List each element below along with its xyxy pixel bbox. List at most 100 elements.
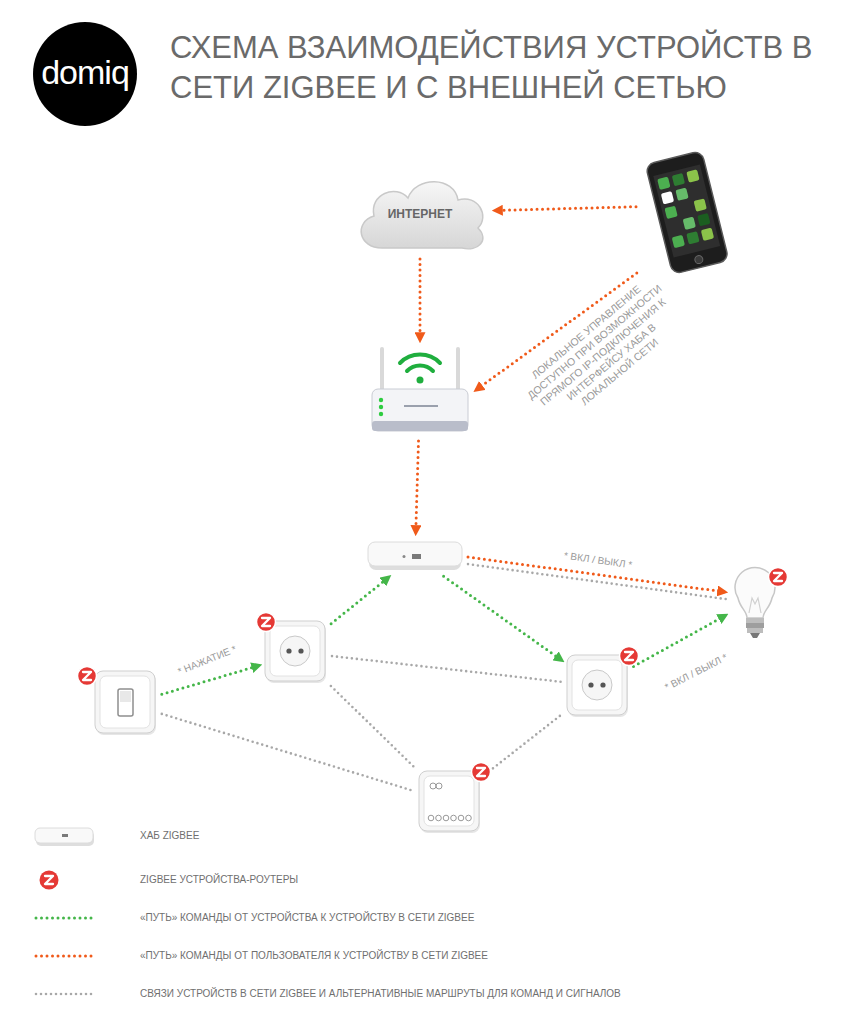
edge-label: * ВКЛ / ВЫКЛ * bbox=[662, 651, 729, 694]
zigbee-badge bbox=[40, 871, 59, 890]
shape-rect bbox=[372, 421, 468, 431]
shape-g bbox=[769, 568, 788, 587]
shape-rect bbox=[653, 164, 720, 257]
shape-circle bbox=[769, 568, 788, 587]
shape-path bbox=[407, 365, 433, 371]
relay-module bbox=[418, 770, 482, 834]
shape-path bbox=[749, 598, 761, 613]
shape-circle bbox=[458, 815, 464, 821]
shape-path bbox=[625, 652, 633, 660]
shape-rect bbox=[686, 169, 699, 182]
smart-socket-shape bbox=[264, 620, 328, 684]
diagram-title: СХЕМА ВЗАИМОДЕЙСТВИЯ УСТРОЙСТВ В СЕТИ ZI… bbox=[170, 28, 840, 108]
shape-circle bbox=[403, 555, 406, 558]
shape-circle bbox=[436, 783, 442, 789]
shape-g bbox=[620, 647, 639, 666]
shape-circle bbox=[379, 405, 383, 409]
dotted-connector bbox=[162, 714, 414, 791]
dotted-connector bbox=[494, 207, 636, 211]
shape-rect bbox=[120, 691, 131, 702]
shape-line bbox=[404, 405, 438, 407]
shape-rect bbox=[746, 623, 764, 628]
shape-path bbox=[83, 672, 91, 680]
dotted-connector bbox=[331, 577, 390, 624]
logo-text: domiq bbox=[33, 52, 137, 92]
dotted-connector bbox=[419, 259, 422, 341]
shape-rect bbox=[701, 228, 714, 241]
shape-circle bbox=[443, 815, 449, 821]
wifi-router bbox=[368, 345, 472, 437]
relay-module-shape bbox=[418, 770, 482, 834]
shape-rect bbox=[664, 206, 677, 219]
dotted-connector bbox=[416, 441, 419, 534]
wifi-router-shape bbox=[368, 345, 472, 437]
shape-path bbox=[262, 618, 270, 626]
shape-path bbox=[477, 768, 485, 776]
smartphone-shape bbox=[640, 150, 735, 275]
legend-line-sample bbox=[36, 917, 93, 920]
shape-rect bbox=[672, 235, 685, 248]
shape-circle bbox=[588, 682, 593, 687]
shape-circle bbox=[417, 377, 424, 384]
shape-rect bbox=[657, 177, 670, 190]
dotted-connector bbox=[444, 576, 563, 661]
shape-rect bbox=[412, 554, 421, 559]
shape-rect bbox=[746, 618, 764, 623]
dotted-connector bbox=[332, 656, 562, 682]
zigbee-hub bbox=[366, 538, 464, 574]
shape-circle bbox=[78, 667, 97, 686]
smart-socket bbox=[566, 654, 630, 718]
shape-rect bbox=[419, 771, 479, 831]
shape-path bbox=[750, 633, 760, 638]
light-bulb bbox=[730, 568, 788, 643]
shape-rect bbox=[675, 188, 688, 201]
shape-rect bbox=[661, 191, 674, 204]
shape-rect bbox=[572, 660, 622, 710]
zigbee-badge-mark bbox=[45, 876, 53, 884]
shape-rect bbox=[686, 231, 699, 244]
shape-rect bbox=[645, 151, 729, 275]
shape-rect bbox=[697, 213, 710, 226]
light-bulb-shape bbox=[730, 568, 788, 643]
shape-circle bbox=[600, 682, 605, 687]
shape-circle bbox=[436, 815, 442, 821]
logo-circle: domiq bbox=[33, 22, 137, 126]
legend-sample bbox=[33, 906, 97, 930]
legend-sample bbox=[33, 944, 97, 968]
shape-circle bbox=[428, 815, 434, 821]
wall-switch bbox=[94, 670, 158, 736]
legend-text: «ПУТЬ» КОМАНДЫ ОТ ПОЛЬЗОВАТЕЛЯ К УСТРОЙС… bbox=[140, 950, 488, 962]
dotted-connector bbox=[331, 686, 415, 768]
shape-rect bbox=[672, 173, 685, 186]
dotted-connector bbox=[468, 564, 726, 599]
edge-label: ЛОКАЛЬНОЕ УПРАВЛЕНИЕ ДОСТУПНО ПРИ ВОЗМОЖ… bbox=[514, 270, 692, 434]
legend-line-sample bbox=[36, 955, 93, 958]
shape-line bbox=[380, 349, 384, 391]
shape-path bbox=[400, 355, 440, 363]
shape-g bbox=[78, 667, 97, 686]
zigbee-hub-shape bbox=[366, 538, 464, 574]
shape-circle bbox=[430, 783, 436, 789]
dotted-connector bbox=[485, 714, 563, 775]
shape-rect bbox=[100, 676, 150, 728]
smartphone bbox=[640, 150, 735, 275]
shape-rect bbox=[747, 628, 763, 633]
shape-rect bbox=[266, 623, 326, 683]
legend-text: ZIGBEE УСТРОЙСТВА-РОУТЕРЫ bbox=[140, 874, 298, 886]
shape-circle bbox=[257, 613, 276, 632]
smart-socket-shape bbox=[566, 654, 630, 718]
shape-rect bbox=[568, 657, 628, 717]
legend-text: СВЯЗИ УСТРОЙСТВ В СЕТИ ZIGBEE И АЛЬТЕРНА… bbox=[140, 988, 621, 1000]
shape-circle bbox=[694, 255, 704, 265]
hub-icon-port bbox=[62, 834, 68, 837]
edge-label: * ВКЛ / ВЫКЛ * bbox=[563, 549, 633, 571]
shape-line bbox=[456, 349, 460, 391]
shape-circle bbox=[379, 398, 383, 402]
shape-g bbox=[472, 763, 491, 782]
edge-label: * НАЖАТИЕ * bbox=[176, 642, 239, 677]
shape-rect bbox=[683, 217, 696, 230]
shape-circle bbox=[620, 647, 639, 666]
shape-rect bbox=[567, 655, 627, 715]
